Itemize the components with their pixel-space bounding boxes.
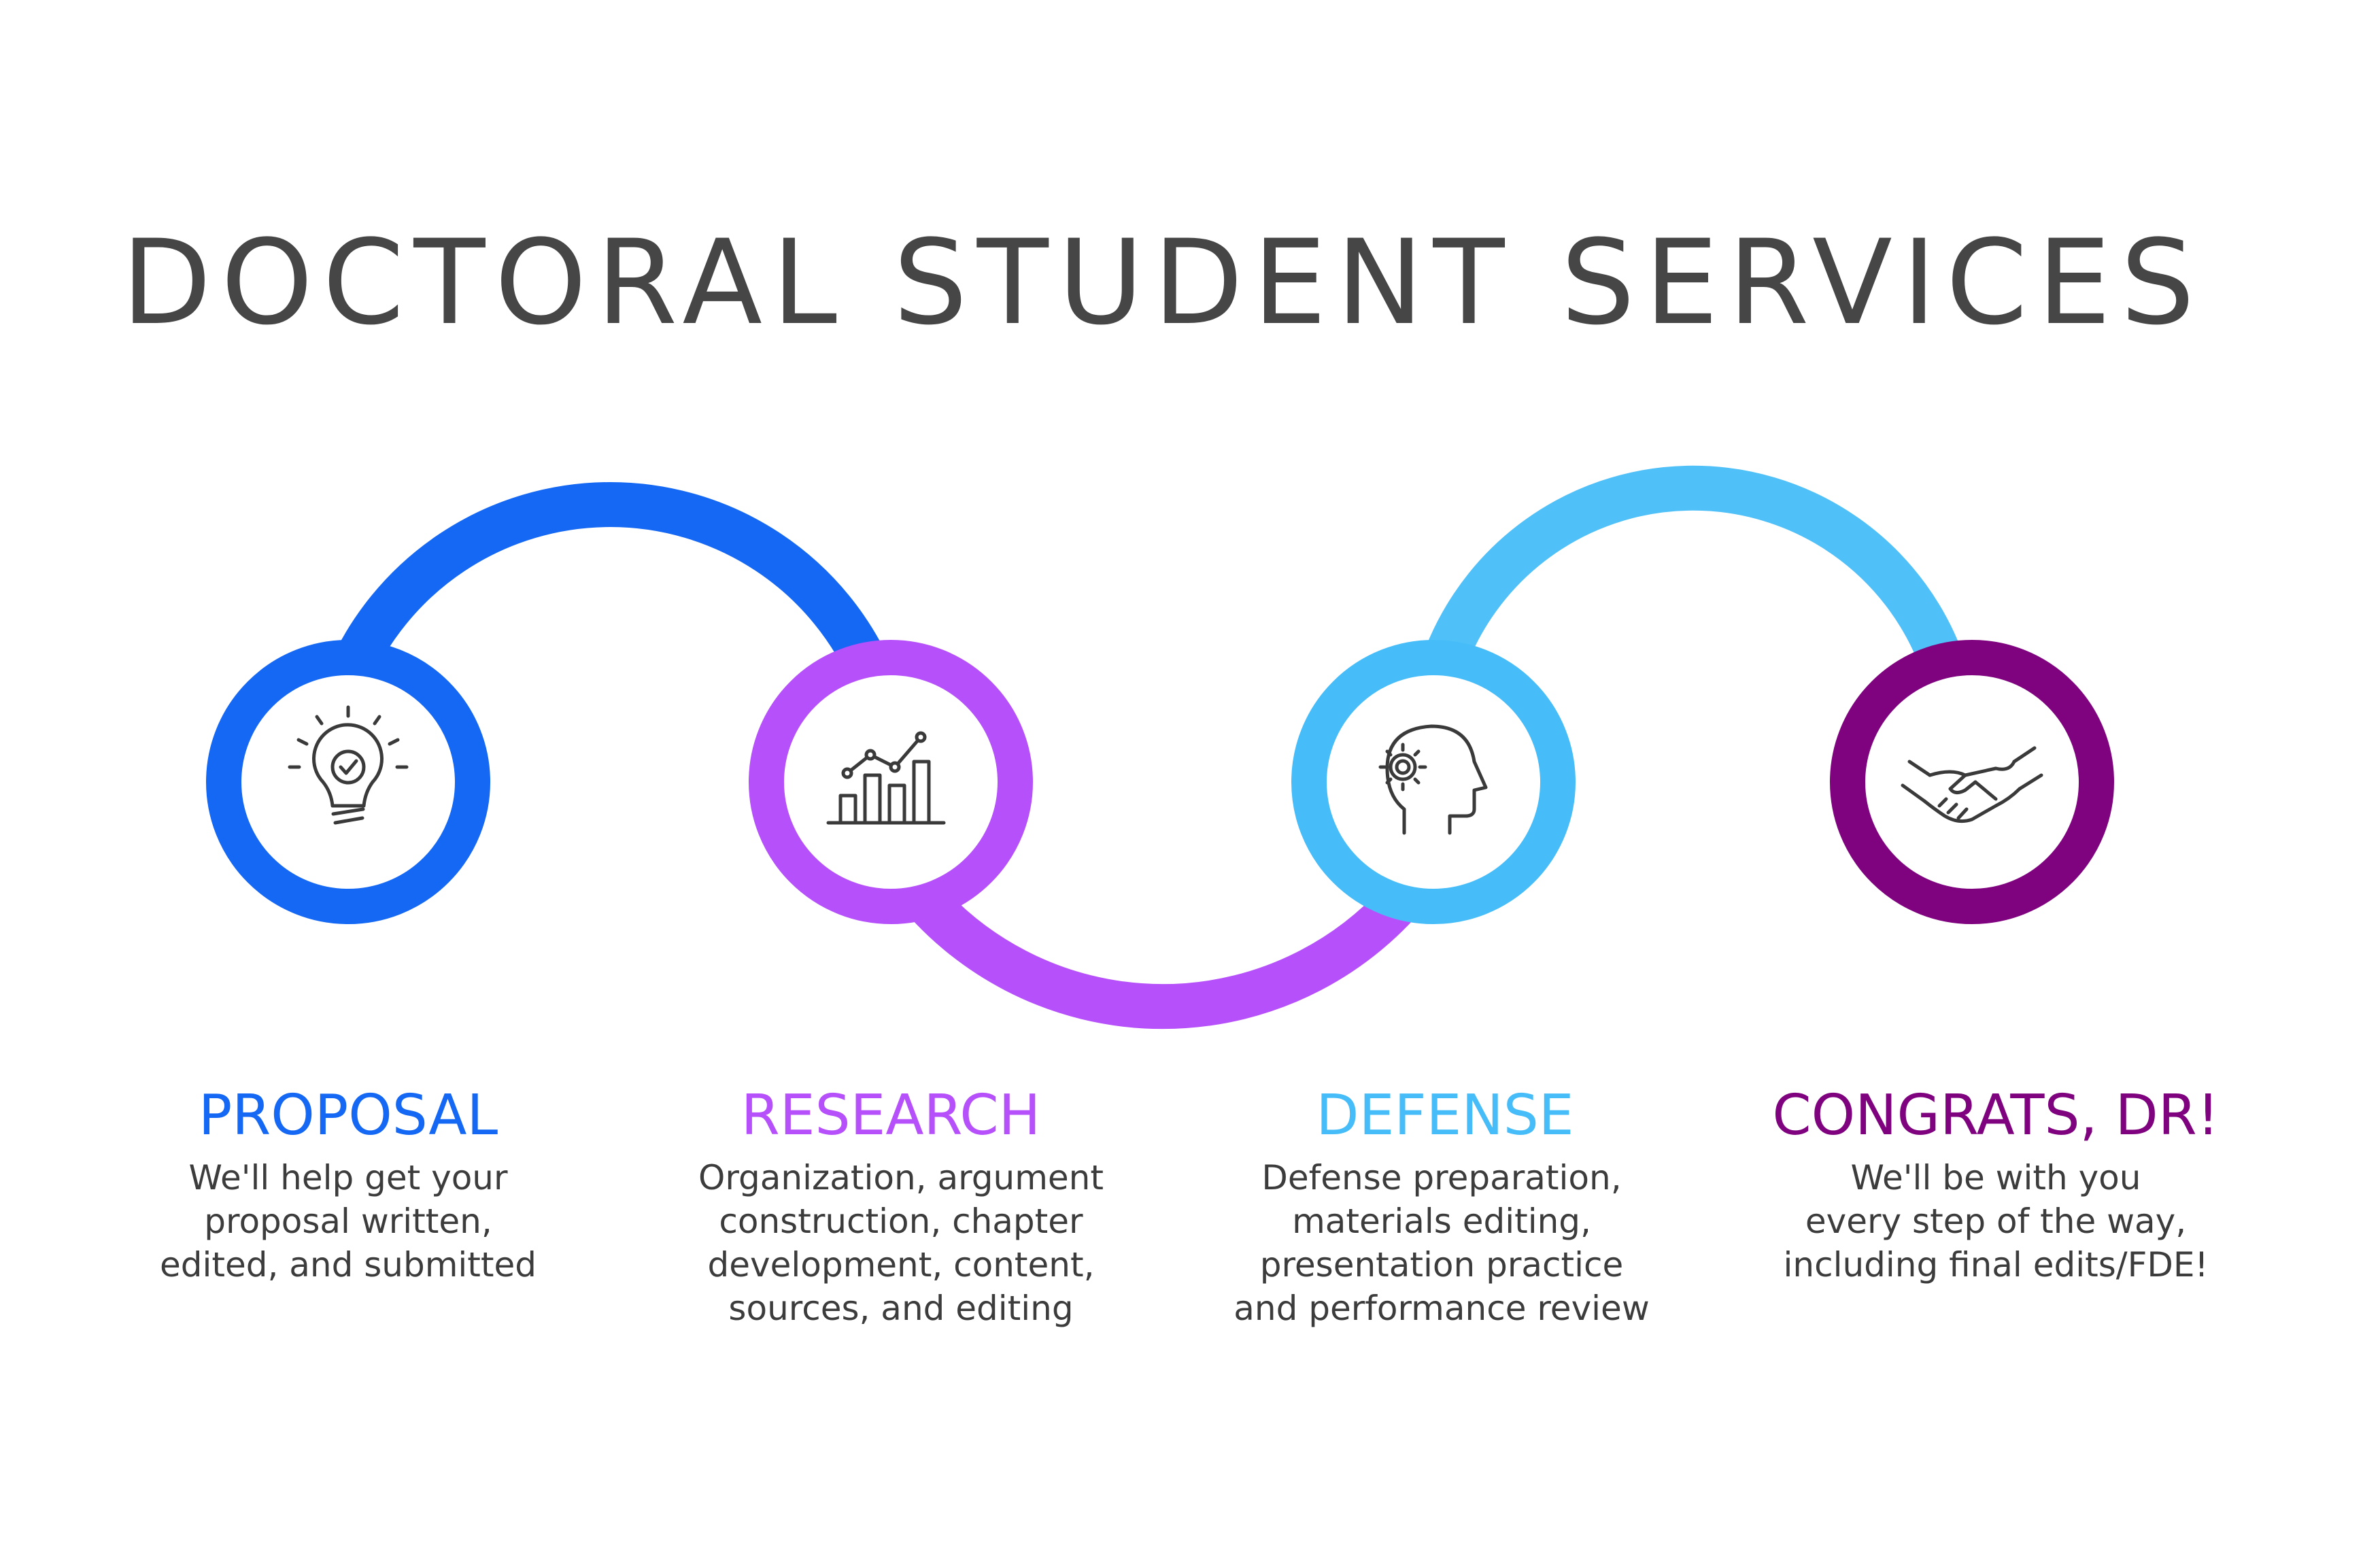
step-description-congrats: We'll be with you every step of the way,… xyxy=(1690,1156,2302,1287)
description-line: Defense preparation, xyxy=(1261,1158,1622,1197)
step-node-proposal xyxy=(206,640,490,924)
connector-arc-research-defense xyxy=(894,870,1432,1030)
lightbulb-check-icon xyxy=(288,705,409,825)
description-line: presentation practice xyxy=(1259,1245,1624,1285)
ring-congrats xyxy=(1830,640,2114,924)
ring-defense xyxy=(1291,640,1576,924)
step-description-proposal: We'll help get your proposal written, ed… xyxy=(42,1156,654,1287)
step-node-congrats xyxy=(1830,640,2114,924)
step-node-defense xyxy=(1291,640,1576,924)
description-line: materials editing, xyxy=(1292,1202,1591,1241)
description-line: including final edits/FDE! xyxy=(1783,1245,2209,1285)
step-label-defense: DEFENSE xyxy=(1316,1083,1574,1148)
description-line: edited, and submitted xyxy=(159,1245,537,1285)
step-description-research: Organization, argument construction, cha… xyxy=(595,1156,1207,1330)
connector-arc-defense-congrats xyxy=(1416,465,1967,687)
step-node-research xyxy=(749,640,1033,924)
step-label-research: RESEARCH xyxy=(741,1083,1041,1148)
description-line: sources, and editing xyxy=(728,1289,1074,1328)
page-title: DOCTORAL STUDENT SERVICES xyxy=(121,214,2205,351)
description-line: and performance review xyxy=(1234,1289,1650,1328)
bar-chart-trend-icon xyxy=(826,731,946,825)
description-line: We'll be with you xyxy=(1850,1158,2141,1197)
step-description-defense: Defense preparation, materials editing, … xyxy=(1136,1156,1748,1330)
connector-arc-proposal-research xyxy=(326,482,895,689)
handshake-icon xyxy=(1901,746,2043,823)
description-line: We'll help get your xyxy=(188,1158,508,1197)
ring-research xyxy=(749,640,1033,924)
head-gear-icon xyxy=(1378,724,1488,835)
description-line: every step of the way, xyxy=(1805,1202,2187,1241)
description-line: construction, chapter xyxy=(719,1202,1083,1241)
step-label-congrats: CONGRATS, DR! xyxy=(1772,1083,2220,1148)
step-label-proposal: PROPOSAL xyxy=(198,1083,498,1148)
description-line: proposal written, xyxy=(204,1202,492,1241)
description-line: Organization, argument xyxy=(698,1158,1104,1197)
description-line: development, content, xyxy=(707,1245,1095,1285)
